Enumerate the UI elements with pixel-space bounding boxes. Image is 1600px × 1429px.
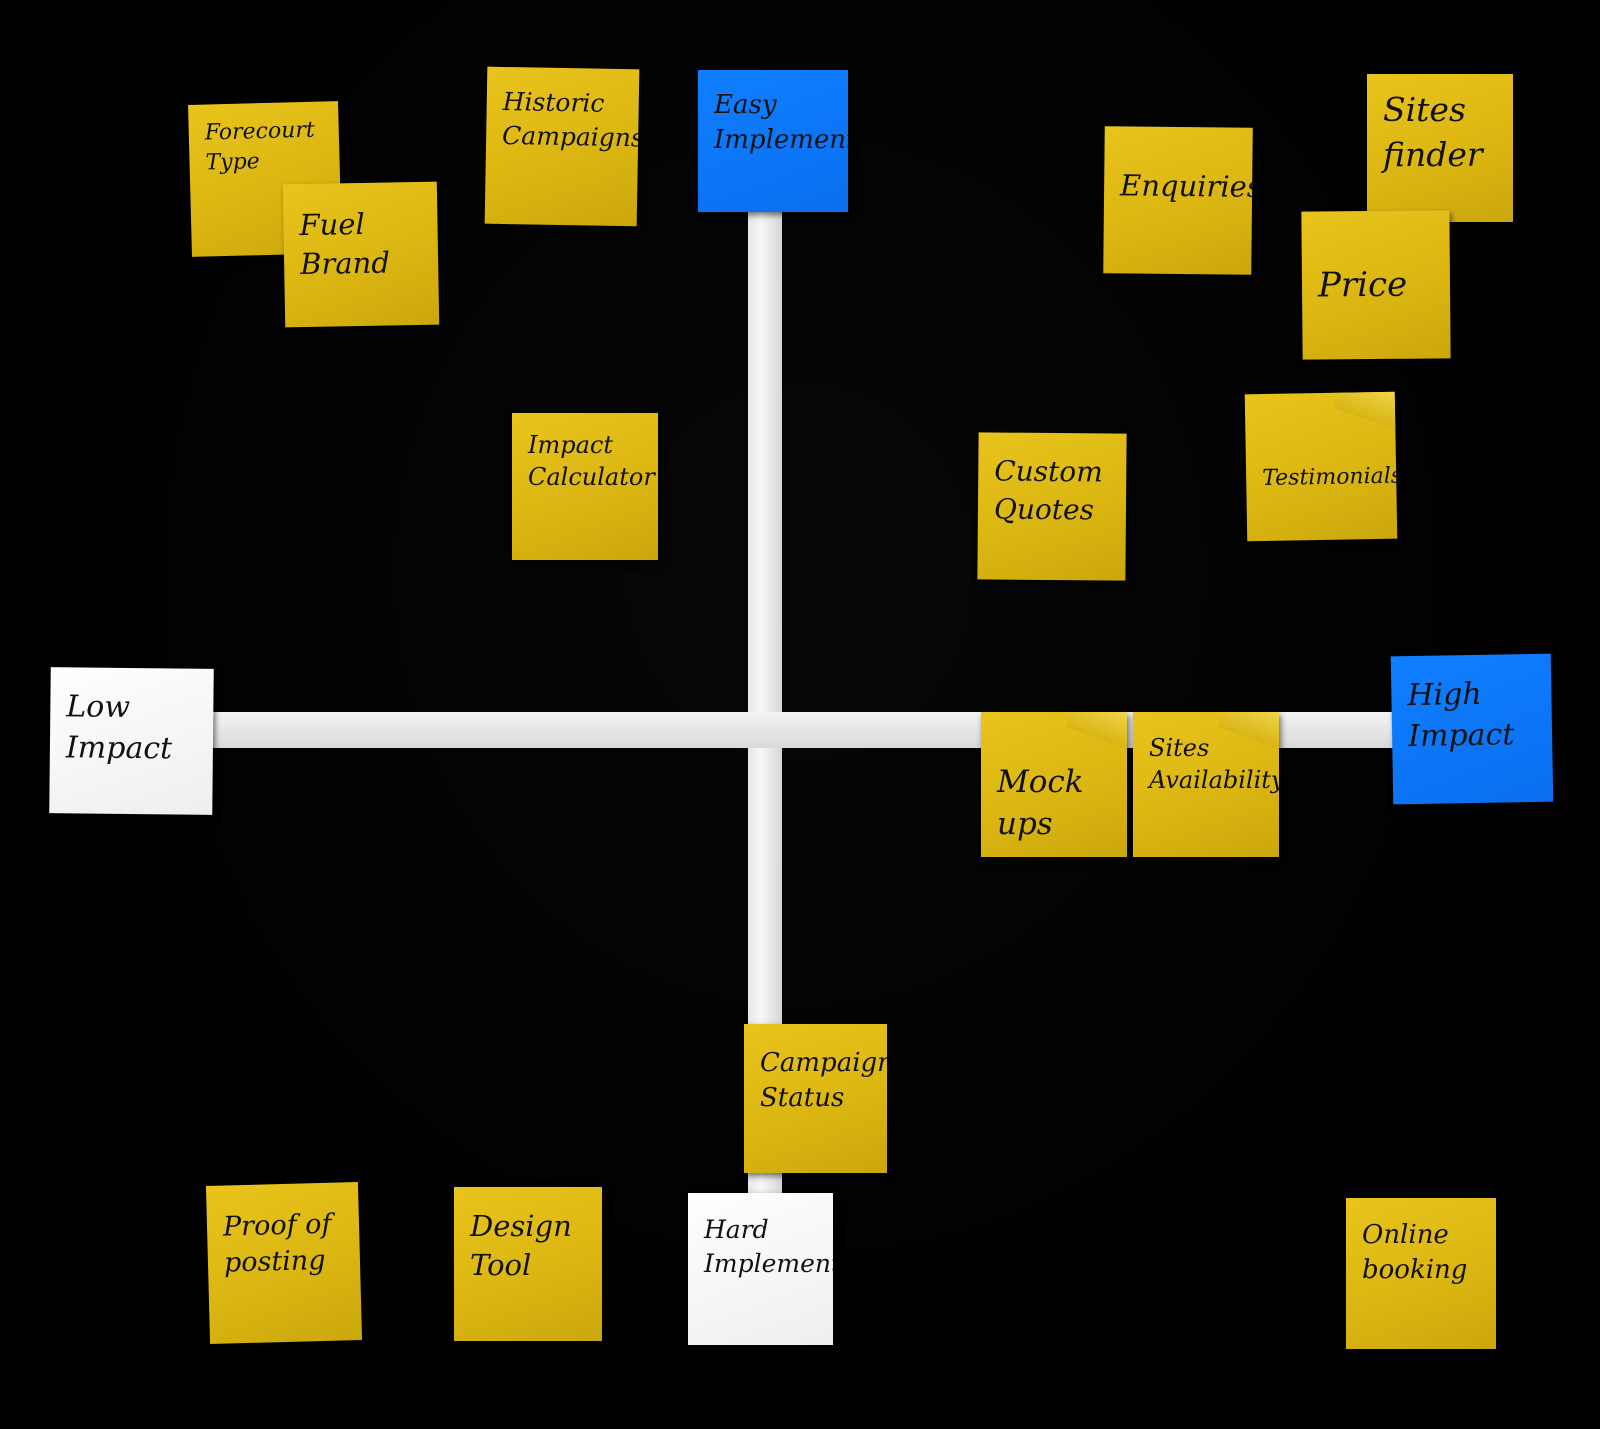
note-price: Price [1301,210,1451,360]
note-testimonials: Testimonials [1244,391,1398,542]
note-custom-quotes: Custom Quotes [977,432,1127,581]
note-fuel-brand: Fuel Brand [282,181,440,328]
axis-label-low-impact: Low Impact [49,667,214,815]
note-online-booking: Online booking [1346,1198,1496,1349]
axis-label-easy-implement: Easy Implement. [698,70,848,212]
note-sites-availability: Sites Availability [1133,712,1279,857]
note-mock-ups: Mock ups [981,712,1127,857]
note-enquiries: Enquiries [1103,126,1253,275]
axis-label-high-impact: High Impact [1390,653,1554,805]
note-historic-campaigns: Historic Campaigns [484,66,640,227]
axis-label-hard-implement: Hard Implement. [688,1193,833,1345]
note-design-tool: Design Tool [454,1187,602,1341]
note-campaign-status: Campaign Status [744,1024,887,1173]
note-impact-calculator: Impact Calculator [512,413,658,560]
note-proof-of-posting: Proof of posting [205,1182,363,1344]
note-sites-finder: Sites finder [1367,74,1513,222]
